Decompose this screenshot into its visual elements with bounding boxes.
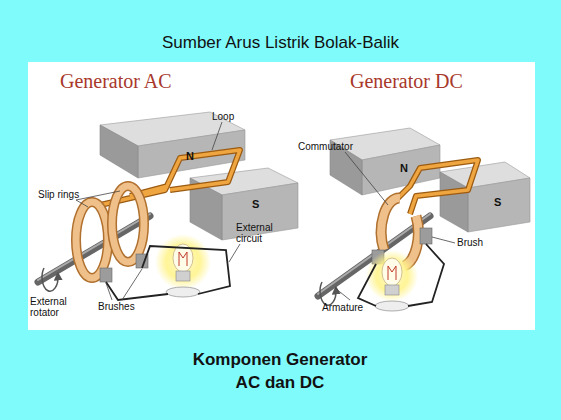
part-label: Commutator (298, 141, 353, 152)
pole-label: S (494, 196, 501, 208)
page-title: Sumber Arus Listrik Bolak-Balik (0, 34, 561, 53)
panel-heading: Generator AC (60, 70, 172, 92)
dc-generator (318, 128, 530, 311)
pole-label: N (400, 162, 408, 174)
part-label: Brush (457, 237, 483, 248)
part-label: Brushes (98, 301, 135, 312)
part-label: Slip rings (38, 189, 79, 200)
part-label: External circuit (236, 222, 286, 244)
ac-generator (38, 112, 298, 300)
pole-label: N (186, 150, 194, 162)
part-label: External rotator (30, 296, 80, 318)
white-panel (28, 62, 535, 330)
part-label: Armature (322, 302, 363, 313)
caption: Komponen Generator AC dan DC (185, 349, 375, 395)
part-label: Loop (212, 111, 234, 122)
pole-label: S (252, 198, 259, 210)
panel-heading: Generator DC (350, 70, 463, 92)
